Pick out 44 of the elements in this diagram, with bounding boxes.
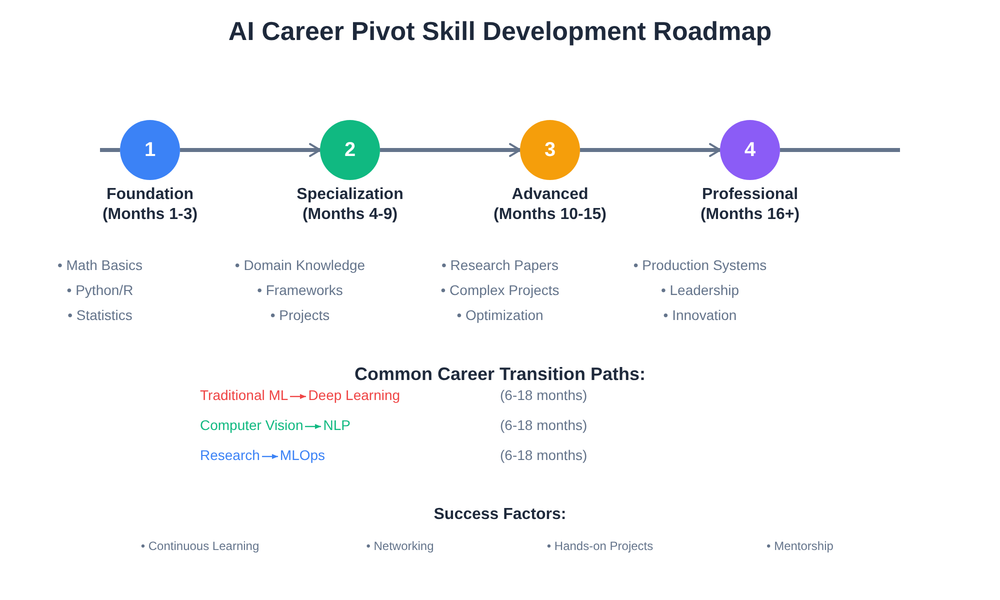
connector-line	[780, 148, 900, 152]
arrow	[180, 143, 321, 157]
phase-title: Professional (Months 16+)	[699, 185, 801, 225]
arrow	[580, 143, 721, 157]
factor-item: • Mentorship	[766, 538, 834, 554]
factor-item: • Hands-on Projects	[546, 538, 654, 554]
phase-title: Specialization (Months 4-9)	[296, 185, 404, 225]
step-circle: 2	[320, 120, 380, 180]
transition-text: Traditional ML	[198, 386, 290, 404]
duration-text: (6-18 months)	[500, 446, 588, 464]
arrow	[290, 394, 306, 399]
skill-item: • Complex Projects	[440, 281, 560, 299]
skill-item: • Research Papers	[442, 256, 558, 274]
skill-item: • Python/R	[66, 281, 134, 299]
factor-item: • Continuous Learning	[140, 538, 260, 554]
duration-text: (6-18 months)	[500, 416, 588, 434]
duration-text: (6-18 months)	[500, 386, 588, 404]
transition-text: Computer Vision	[198, 416, 306, 434]
step-circle: 1	[120, 120, 180, 180]
factor-item: • Networking	[366, 538, 434, 554]
skill-item: • Frameworks	[257, 281, 343, 299]
phase-title: Advanced (Months 10-15)	[492, 185, 608, 225]
connector-line	[100, 148, 120, 152]
arrow	[380, 143, 521, 157]
step-circle: 3	[520, 120, 580, 180]
arrow	[305, 424, 322, 429]
step-circle: 4	[720, 120, 780, 180]
skill-item: • Domain Knowledge	[234, 256, 366, 274]
skill-item: • Projects	[270, 306, 330, 324]
transition-text: MLOps	[278, 446, 328, 464]
transition-text: NLP	[321, 416, 352, 434]
diagram-title: AI Career Pivot Skill Development Roadmap	[228, 15, 772, 47]
skill-item: • Innovation	[663, 306, 737, 324]
section-heading: Success Factors:	[434, 505, 566, 525]
transition-text: Research	[198, 446, 262, 464]
arrow	[262, 454, 278, 459]
skill-item: • Optimization	[456, 306, 544, 324]
skill-item: • Leadership	[660, 281, 740, 299]
section-heading: Common Career Transition Paths:	[354, 363, 646, 385]
skill-item: • Production Systems	[633, 256, 767, 274]
transition-text: Deep Learning	[306, 386, 402, 404]
phase-title: Foundation (Months 1-3)	[101, 185, 199, 225]
skill-item: • Statistics	[68, 306, 132, 324]
skill-item: • Math Basics	[57, 256, 143, 274]
